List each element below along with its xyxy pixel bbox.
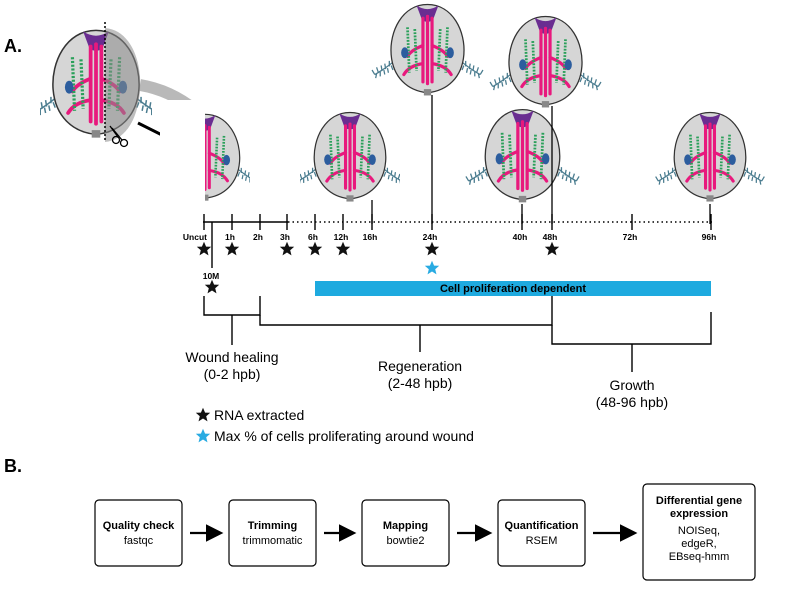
pipeline-step-title: Quantification [505,520,579,532]
phase-brackets [203,296,712,372]
tick-label-6h: 6h [308,232,318,242]
animal-24h [372,5,483,96]
animal-40h [466,110,579,203]
pipeline: Quality check fastqc Trimming trimmomatic Ma… [94,483,756,581]
rna-star-6h [307,241,323,256]
pipeline-step-subtitle: bowtie2 [387,535,425,547]
pipeline-step: Mapping bowtie2 [361,499,450,567]
wound-healing-range: (0-2 hpb) [204,366,261,382]
panel-b-label: B. [4,456,22,476]
pipeline-step-title-line: Differential gene [656,495,742,507]
legend-rna-label: RNA extracted [214,407,304,423]
tick-label-72h: 72h [623,232,638,242]
legend-maxprolif-label: Max % of cells proliferating around woun… [214,428,474,444]
cell-proliferation-label: Cell proliferation dependent [440,283,586,295]
animal-48h-top [490,17,601,108]
rna-star-10m [204,279,220,294]
legend-rna-star-icon [195,407,211,422]
tick-label-2h: 2h [253,232,263,242]
growth-range: (48-96 hpb) [596,394,668,410]
tick-label-40h: 40h [513,232,528,242]
tick-label-1h: 1h [225,232,235,242]
rna-star-1h [224,241,240,256]
rna-star-12h [335,241,351,256]
pipeline-step: Trimming trimmomatic [228,499,317,567]
pipeline-step-subtitle: fastqc [124,535,154,547]
pipeline-step-subtitle: trimmomatic [243,535,303,547]
animal-16h [300,110,400,204]
pipeline-step-title: Trimming [248,520,298,532]
animal-0h [160,100,250,210]
animal-96h [656,112,765,201]
regeneration-range: (2-48 hpb) [388,375,453,391]
legend-maxprolif-star-icon [195,428,211,443]
pipeline-step-title: Quality check [103,520,175,532]
pipeline-step-title-line: expression [670,508,728,520]
pipeline-step-subtitle-line: edgeR, [681,538,716,550]
legend: RNA extracted Max % of cells proliferati… [195,407,474,444]
pipeline-step: Differential geneexpressionNOISeq,edgeR,… [642,483,756,581]
timeline: Uncut 10M 1h 2h 3h 6h 12h 16h 24h 40h 48h 72h 96h [183,214,717,294]
pipeline-step-subtitle-line: EBseq-hmm [669,551,730,563]
rna-star-24h [424,241,440,256]
rna-star-3h [279,241,295,256]
panel-a-label: A. [4,36,22,56]
growth-label: Growth [609,377,654,393]
rna-star-uncut [196,241,212,256]
tick-label-12h: 12h [334,232,349,242]
tick-label-10m: 10M [203,271,220,281]
pipeline-step: Quality check fastqc [94,499,183,567]
tick-label-uncut: Uncut [183,232,207,242]
pipeline-step-title: Mapping [383,520,428,532]
tick-label-96h: 96h [702,232,717,242]
maxprolif-star-24h [424,260,440,275]
pipeline-step-subtitle-line: NOISeq, [678,525,720,537]
tick-label-24h: 24h [423,232,438,242]
rna-star-48h [544,241,560,256]
pipeline-step-subtitle: RSEM [526,535,558,547]
cell-proliferation-bar [315,281,711,296]
tick-label-16h: 16h [363,232,378,242]
wound-healing-label: Wound healing [185,349,278,365]
scissors-icon [109,125,129,148]
tick-label-3h: 3h [280,232,290,242]
tick-label-48h: 48h [543,232,558,242]
regeneration-label: Regeneration [378,358,462,374]
